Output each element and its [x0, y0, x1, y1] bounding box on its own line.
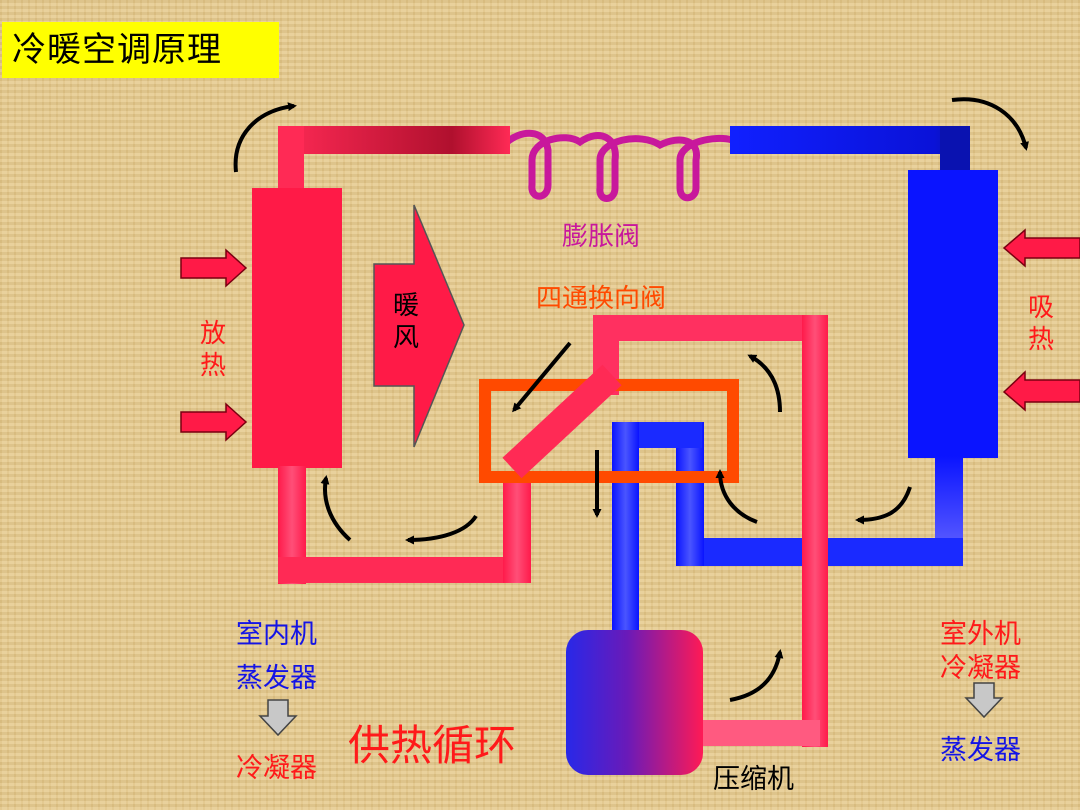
- label-indoor-condenser: 冷凝器: [236, 753, 317, 784]
- flow-arrow-icon: [320, 475, 352, 542]
- pipe-suction-down: [612, 422, 639, 637]
- outdoor-coil: [908, 170, 998, 458]
- pipe-top-outdoor: [730, 126, 970, 154]
- four-way-valve-slider: [502, 364, 622, 479]
- arrow-right-icon: [180, 248, 248, 288]
- page-title: 冷暖空调原理: [2, 22, 279, 78]
- flow-arrows: [233, 97, 1029, 702]
- pipe-compressor-out: [690, 720, 820, 746]
- flow-arrow-icon: [405, 514, 478, 545]
- compressor: [566, 630, 703, 775]
- label-indoor-evaporator: 蒸发器: [236, 663, 317, 694]
- absorb-heat-arrows: [1002, 228, 1080, 412]
- arrow-down-icon: [964, 682, 1004, 719]
- label-expansion-valve: 膨胀阀: [562, 222, 641, 252]
- release-heat-arrows: [180, 248, 248, 442]
- flow-arrow-icon: [233, 102, 297, 173]
- arrow-right-icon: [180, 402, 248, 442]
- warm-air-arrow: [373, 204, 465, 448]
- flow-arrow-icon: [715, 469, 758, 524]
- label-outdoor-unit: 室外机: [940, 619, 1021, 650]
- arrow-left-icon: [1002, 228, 1080, 268]
- pipe-discharge-top: [593, 315, 828, 341]
- pipe-top-indoor: [278, 126, 510, 154]
- label-outdoor-condenser: 冷凝器: [940, 653, 1021, 684]
- pipe-discharge-right: [802, 315, 828, 747]
- pipe-valve-to-indoor: [503, 475, 531, 583]
- expansion-valve-coil: [502, 129, 736, 202]
- label-compressor: 压缩机: [713, 764, 794, 795]
- flow-arrow-icon: [729, 649, 784, 702]
- flow-arrow-icon: [747, 354, 782, 413]
- pipe-indoor-riser: [278, 126, 304, 196]
- label-warm-air: 暖风: [393, 291, 420, 353]
- pipe-outdoor-riser: [940, 126, 970, 176]
- label-outdoor-evaporator: 蒸发器: [940, 735, 1021, 766]
- label-four-way-valve: 四通换向阀: [536, 284, 667, 314]
- arrow-down-icon: [258, 699, 298, 737]
- label-indoor-unit: 室内机: [236, 619, 317, 650]
- flow-arrow-icon: [512, 341, 572, 413]
- indoor-coil: [252, 188, 342, 468]
- flow-arrow-icon: [951, 97, 1029, 151]
- label-release-heat: 放热: [200, 319, 227, 381]
- arrow-left-icon: [1002, 370, 1080, 412]
- label-heating-cycle: 供热循环: [348, 721, 517, 770]
- flow-arrow-icon: [855, 486, 912, 525]
- pipe-indoor-bottom: [278, 557, 531, 583]
- label-absorb-heat: 吸热: [1028, 293, 1055, 355]
